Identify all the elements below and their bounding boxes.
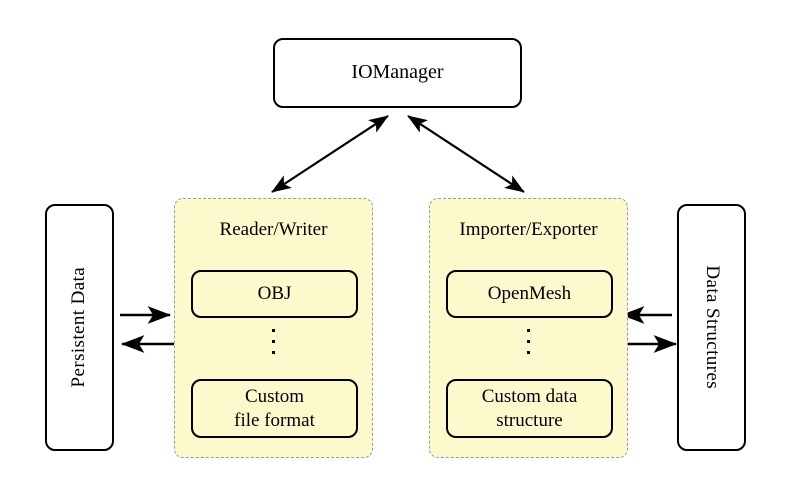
ellipsis-importer-exporter bbox=[430, 329, 627, 354]
node-iomanager[interactable]: IOManager bbox=[273, 38, 522, 108]
item-openmesh[interactable]: OpenMesh bbox=[446, 270, 613, 318]
dot-icon bbox=[272, 340, 275, 343]
item-obj[interactable]: OBJ bbox=[191, 270, 358, 318]
dot-icon bbox=[272, 351, 275, 354]
node-data-structures-label: Data Structures bbox=[701, 265, 723, 390]
dot-icon bbox=[527, 329, 530, 332]
dot-icon bbox=[527, 351, 530, 354]
ellipsis-reader-writer bbox=[175, 329, 372, 354]
dot-icon bbox=[527, 340, 530, 343]
node-data-structures[interactable]: Data Structures bbox=[677, 204, 746, 451]
node-iomanager-label: IOManager bbox=[351, 61, 444, 84]
item-openmesh-label: OpenMesh bbox=[487, 283, 572, 305]
node-persistent-data-label: Persistent Data bbox=[68, 267, 90, 388]
dot-icon bbox=[272, 329, 275, 332]
group-importer-exporter-title: Importer/Exporter bbox=[459, 219, 598, 240]
arrow-iomanager-importerexporter bbox=[407, 115, 525, 193]
item-obj-label: OBJ bbox=[257, 283, 292, 305]
node-persistent-data[interactable]: Persistent Data bbox=[45, 204, 114, 451]
group-reader-writer-title: Reader/Writer bbox=[219, 219, 328, 240]
arrow-iomanager-readerwriter bbox=[271, 115, 389, 193]
